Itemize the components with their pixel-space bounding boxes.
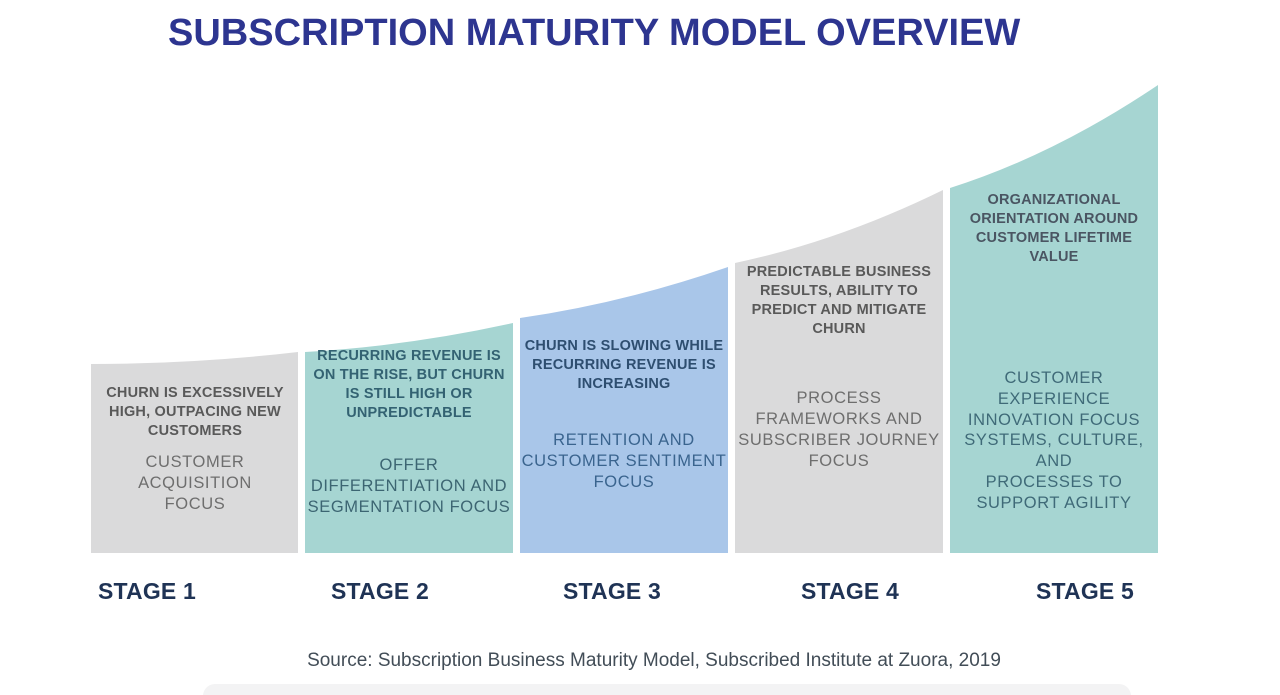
stage-1-bar: [91, 352, 298, 553]
stage-5-focus-systems: SYSTEMS, CULTURE, AND PROCESSES TO SUPPO…: [964, 431, 1144, 512]
stage-3-label: STAGE 3: [562, 578, 662, 604]
stage-3-bar: [520, 267, 728, 553]
stage-1-label: STAGE 1: [97, 578, 197, 604]
stage-4-label: STAGE 4: [800, 578, 900, 604]
source-caption: Source: Subscription Business Maturity M…: [307, 650, 1001, 671]
stage-5-headline: ORGANIZATIONAL ORIENTATION AROUND CUSTOM…: [969, 192, 1139, 265]
stage-4-headline: PREDICTABLE BUSINESS RESULTS, ABILITY TO…: [746, 264, 932, 337]
stage-3-headline: CHURN IS SLOWING WHILE RECURRING REVENUE…: [524, 338, 724, 392]
stage-5-focus-experience: CUSTOMER EXPERIENCE INNOVATION FOCUS: [967, 369, 1141, 429]
bottom-panel-edge: [203, 684, 1131, 695]
stage-2-focus: OFFER DIFFERENTIATION AND SEGMENTATION F…: [307, 456, 511, 516]
stage-4-bar: [735, 190, 943, 553]
stage-5-label: STAGE 5: [1035, 578, 1135, 604]
stage-3-focus: RETENTION AND CUSTOMER SENTIMENT FOCUS: [521, 431, 727, 491]
stage-4-focus: PROCESS FRAMEWORKS AND SUBSCRIBER JOURNE…: [738, 389, 940, 470]
stage-1-focus: CUSTOMER ACQUISITION FOCUS: [138, 453, 252, 513]
stage-2-headline: RECURRING REVENUE IS ON THE RISE, BUT CH…: [313, 348, 505, 421]
stage-1-headline: CHURN IS EXCESSIVELY HIGH, OUTPACING NEW…: [106, 385, 284, 439]
page-title: SUBSCRIPTION MATURITY MODEL OVERVIEW: [168, 12, 1021, 54]
stage-5-bar: [950, 85, 1158, 553]
stage-2-bar: [305, 323, 513, 553]
stage-2-label: STAGE 2: [330, 578, 430, 604]
